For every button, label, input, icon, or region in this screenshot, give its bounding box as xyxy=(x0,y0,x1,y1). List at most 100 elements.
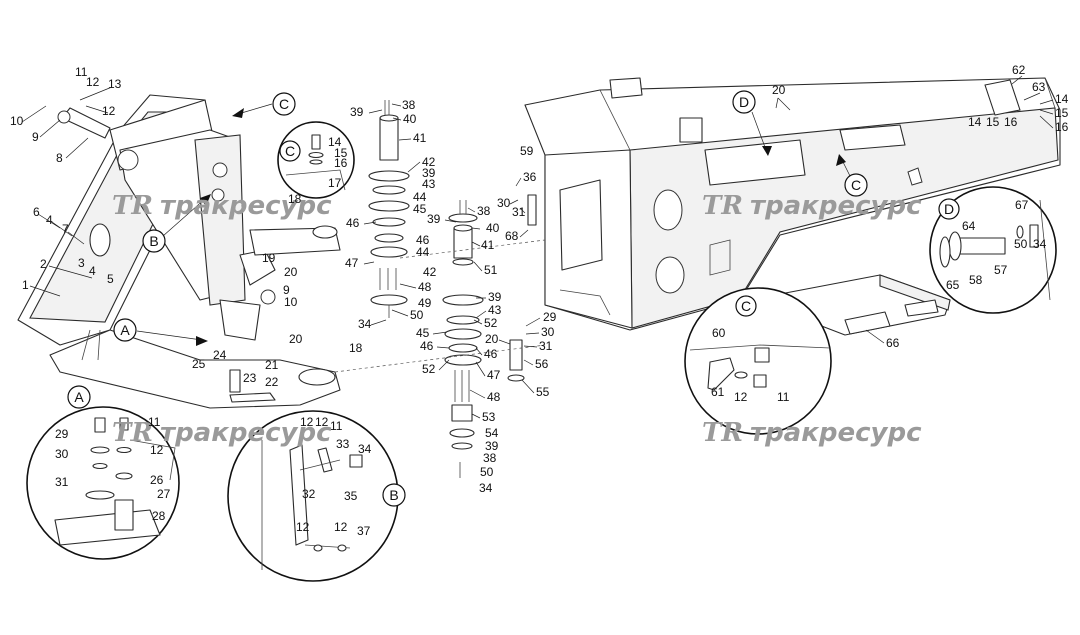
part-label: 29 xyxy=(55,427,69,441)
part-label: 39 xyxy=(485,439,499,453)
part-label: 35 xyxy=(344,489,358,503)
part-label: 16 xyxy=(1004,115,1018,129)
watermark-logo: TR xyxy=(702,191,743,221)
part-label: 40 xyxy=(403,112,417,126)
part-label: 34 xyxy=(1033,237,1047,251)
detail-c-large-badge[interactable]: C xyxy=(735,295,757,317)
part-label: 11 xyxy=(777,390,790,404)
detail-c-small-badge-text: C xyxy=(285,143,295,159)
detail-view-c-small xyxy=(277,121,355,199)
part-label: 44 xyxy=(413,190,427,204)
part-label: 27 xyxy=(157,487,171,501)
part-label: 15 xyxy=(1055,106,1069,120)
part-label: 20 xyxy=(485,332,499,346)
part-label: 29 xyxy=(543,310,557,324)
part-label: 31 xyxy=(512,205,526,219)
part-label: 47 xyxy=(345,256,359,270)
part-label: 34 xyxy=(358,442,372,456)
detail-b-badge[interactable]: B xyxy=(382,483,406,507)
part-number-labels: 11 12 13 12 10 9 8 6 4 7 3 4 5 2 1 18 19… xyxy=(10,63,1069,538)
part-label: 30 xyxy=(541,325,555,339)
part-label: 14 xyxy=(328,135,342,149)
detail-d-badge[interactable]: D xyxy=(938,198,960,220)
part-label: 24 xyxy=(213,348,227,362)
part-label: 20 xyxy=(289,332,303,346)
watermark-text: тракресурс xyxy=(160,191,332,221)
part-label: 39 xyxy=(422,166,436,180)
part-label: 47 xyxy=(487,368,501,382)
part-label: 9 xyxy=(283,283,290,297)
part-label: 58 xyxy=(969,273,983,287)
detail-view-a xyxy=(26,406,180,560)
part-label: 7 xyxy=(62,222,69,236)
part-label: 66 xyxy=(886,336,900,350)
part-label: 51 xyxy=(484,263,498,277)
detail-c-small-badge[interactable]: C xyxy=(279,140,301,162)
part-label: 12 xyxy=(102,104,116,118)
part-label: 43 xyxy=(422,177,436,191)
watermark-3: TR тракресурс xyxy=(112,418,332,448)
callout-d-frame-text: D xyxy=(739,94,749,110)
part-label: 48 xyxy=(487,390,501,404)
part-label: 15 xyxy=(334,146,348,160)
main-frame-chassis xyxy=(524,77,1061,331)
part-label: 30 xyxy=(55,447,69,461)
part-label: 54 xyxy=(485,426,499,440)
part-label: 5 xyxy=(107,272,114,286)
part-label: 20 xyxy=(284,265,298,279)
callout-c-top[interactable]: C xyxy=(272,92,296,116)
part-label: 32 xyxy=(302,487,316,501)
part-label: 46 xyxy=(416,233,430,247)
part-label: 10 xyxy=(284,295,298,309)
part-label: 45 xyxy=(413,202,427,216)
part-label: 55 xyxy=(536,385,550,399)
part-label: 28 xyxy=(152,509,166,523)
part-label: 30 xyxy=(497,196,511,210)
part-label: 39 xyxy=(350,105,364,119)
kingpin-stack-upper xyxy=(368,100,410,318)
part-label: 23 xyxy=(243,371,257,385)
part-label: 16 xyxy=(1055,120,1069,134)
part-label: 67 xyxy=(1015,198,1029,212)
part-label: 18 xyxy=(349,341,363,355)
part-label: 61 xyxy=(711,385,725,399)
detail-a-badge-text: A xyxy=(74,389,84,405)
part-label: 44 xyxy=(416,245,430,259)
watermark-logo: TR xyxy=(112,191,153,221)
part-label: 60 xyxy=(712,326,726,340)
callout-c-frame-text: C xyxy=(851,177,861,193)
part-label: 4 xyxy=(46,213,53,227)
detail-a-badge[interactable]: A xyxy=(67,385,91,409)
part-label: 36 xyxy=(523,170,537,184)
part-label: 53 xyxy=(482,410,496,424)
part-label: 12 xyxy=(734,390,748,404)
part-label: 41 xyxy=(481,238,495,252)
part-label: 46 xyxy=(346,216,360,230)
callout-c-frame[interactable]: C xyxy=(844,173,868,197)
part-label: 8 xyxy=(56,151,63,165)
part-label: 14 xyxy=(968,115,982,129)
part-label: 12 xyxy=(86,75,100,89)
watermark-logo: TR xyxy=(702,418,743,448)
part-label: 22 xyxy=(265,375,279,389)
part-label: 56 xyxy=(535,357,549,371)
part-label: 49 xyxy=(418,296,432,310)
part-label: 45 xyxy=(416,326,430,340)
dashed-assembly-line xyxy=(334,344,546,373)
part-label: 12 xyxy=(315,415,329,429)
part-label: 62 xyxy=(1012,63,1026,77)
part-label: 17 xyxy=(328,176,342,190)
part-label: 52 xyxy=(484,316,498,330)
callout-b-left[interactable]: B xyxy=(142,229,166,253)
side-pin-parts xyxy=(507,194,537,382)
watermark-text: тракресурс xyxy=(160,418,332,448)
detail-b-badge-text: B xyxy=(389,487,398,503)
part-label: 6 xyxy=(33,205,40,219)
part-label: 11 xyxy=(330,419,343,433)
part-label: 9 xyxy=(32,130,39,144)
callout-a-left[interactable]: A xyxy=(113,318,137,342)
part-label: 39 xyxy=(427,212,441,226)
callout-d-frame[interactable]: D xyxy=(732,90,756,114)
part-label: 15 xyxy=(986,115,1000,129)
